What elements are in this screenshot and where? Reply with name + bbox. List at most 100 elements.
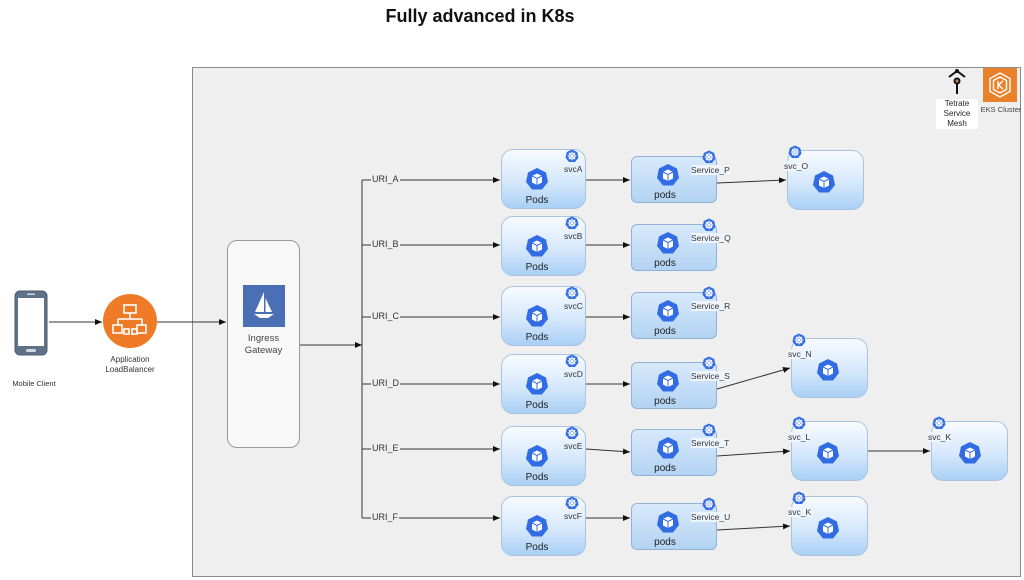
k8s-service-icon <box>565 216 579 230</box>
k8s-service-icon <box>792 333 806 347</box>
pods-label: Pods <box>525 542 549 553</box>
k8s-service-icon <box>702 286 716 300</box>
k8s-service-icon <box>702 150 716 164</box>
svc-label: svcA <box>564 164 583 174</box>
tetrate-service-mesh-label: Tetrate Service Mesh <box>936 99 978 129</box>
k8s-service-icon <box>702 423 716 437</box>
service-label: Service_Q <box>691 233 731 243</box>
k8s-service-icon <box>702 356 716 370</box>
pod-icon <box>656 163 680 187</box>
k8s-service-icon <box>565 286 579 300</box>
k8s-service-icon <box>565 426 579 440</box>
k8s-service-icon <box>788 145 802 159</box>
downstream-service-label: svc_K <box>928 432 952 442</box>
downstream-service-node[interactable]: svc_L <box>788 416 868 481</box>
uri-label: URI_A <box>371 174 400 184</box>
pods-label: Pods <box>525 195 549 206</box>
service-pods-label: pods <box>654 326 676 337</box>
pod-icon <box>958 441 982 465</box>
pods-node[interactable]: svcE Pods <box>501 426 586 486</box>
pod-icon <box>816 441 840 465</box>
downstream-service-label: svc_O <box>784 161 809 171</box>
tetrate-icon <box>948 69 966 94</box>
uri-label: URI_F <box>371 512 400 522</box>
alb-icon <box>103 294 157 348</box>
pod-icon <box>656 436 680 460</box>
ingress-label-line2: Gateway <box>244 345 283 356</box>
pods-label: Pods <box>525 472 549 483</box>
uri-label: URI_C <box>371 311 401 321</box>
uri-label: URI_E <box>371 443 400 453</box>
load-balancer-label: Application LoadBalancer <box>95 355 165 375</box>
service-pods-label: pods <box>654 396 676 407</box>
uri-label: URI_B <box>371 239 400 249</box>
service-pods-label: pods <box>654 258 676 269</box>
service-label: Service_R <box>691 301 731 311</box>
pod-icon <box>525 167 549 191</box>
pod-icon <box>525 234 549 258</box>
eks-cluster-boundary <box>192 67 1021 577</box>
service-pods-label: pods <box>654 463 676 474</box>
service-label: Service_U <box>691 512 731 522</box>
service-label: Service_T <box>691 438 730 448</box>
service-label: Service_S <box>691 371 730 381</box>
load-balancer-label-line1: Application <box>110 355 150 364</box>
service-pods-label: pods <box>654 190 676 201</box>
pod-icon <box>816 516 840 540</box>
k8s-service-icon <box>565 496 579 510</box>
svc-label: svcC <box>564 301 583 311</box>
pod-icon <box>656 299 680 323</box>
tetrate-label-line1: Tetrate <box>944 99 970 108</box>
k8s-service-icon <box>702 218 716 232</box>
load-balancer-label-line2: LoadBalancer <box>105 365 155 374</box>
ingress-gateway-label: Ingress Gateway <box>227 333 300 357</box>
pod-icon <box>656 510 680 534</box>
svc-label: svcB <box>564 231 583 241</box>
k8s-service-icon <box>792 491 806 505</box>
pod-icon <box>816 358 840 382</box>
k8s-service-icon <box>792 416 806 430</box>
pods-node[interactable]: svcA Pods <box>501 149 586 209</box>
pods-node[interactable]: svcC Pods <box>501 286 586 346</box>
downstream-service-node[interactable]: svc_O <box>784 145 864 210</box>
pod-icon <box>525 444 549 468</box>
pods-node[interactable]: svcF Pods <box>501 496 586 556</box>
eks-cluster-label: EKS Cluster <box>980 105 1022 114</box>
service-label: Service_P <box>691 165 730 175</box>
eks-icon <box>983 68 1017 102</box>
pods-label: Pods <box>525 332 549 343</box>
k8s-service-icon <box>565 149 579 163</box>
tetrate-label-line3: Mesh <box>947 119 967 128</box>
downstream-service-label: svc_K <box>788 507 812 517</box>
service-pods-label: pods <box>654 537 676 548</box>
k8s-service-icon <box>565 354 579 368</box>
smartphone-icon <box>14 290 48 356</box>
ingress-label-line1: Ingress <box>247 333 280 344</box>
istio-sail-icon <box>243 285 285 327</box>
downstream-service-node[interactable]: svc_K <box>928 416 1008 481</box>
pod-icon <box>525 372 549 396</box>
downstream-service-label: svc_L <box>788 432 811 442</box>
ingress-gateway-node[interactable] <box>227 240 300 448</box>
pods-label: Pods <box>525 400 549 411</box>
downstream-service-node[interactable]: svc_K <box>788 491 868 556</box>
pod-icon <box>656 369 680 393</box>
k8s-service-icon <box>932 416 946 430</box>
downstream-service-node[interactable]: svc_N <box>788 333 868 398</box>
uri-label: URI_D <box>371 378 401 388</box>
pod-icon <box>525 304 549 328</box>
pod-icon <box>525 514 549 538</box>
svc-label: svcF <box>564 511 582 521</box>
pods-label: Pods <box>525 262 549 273</box>
k8s-service-icon <box>702 497 716 511</box>
tetrate-label-line2: Service <box>943 109 971 118</box>
svc-label: svcE <box>564 441 583 451</box>
pods-node[interactable]: svcB Pods <box>501 216 586 276</box>
